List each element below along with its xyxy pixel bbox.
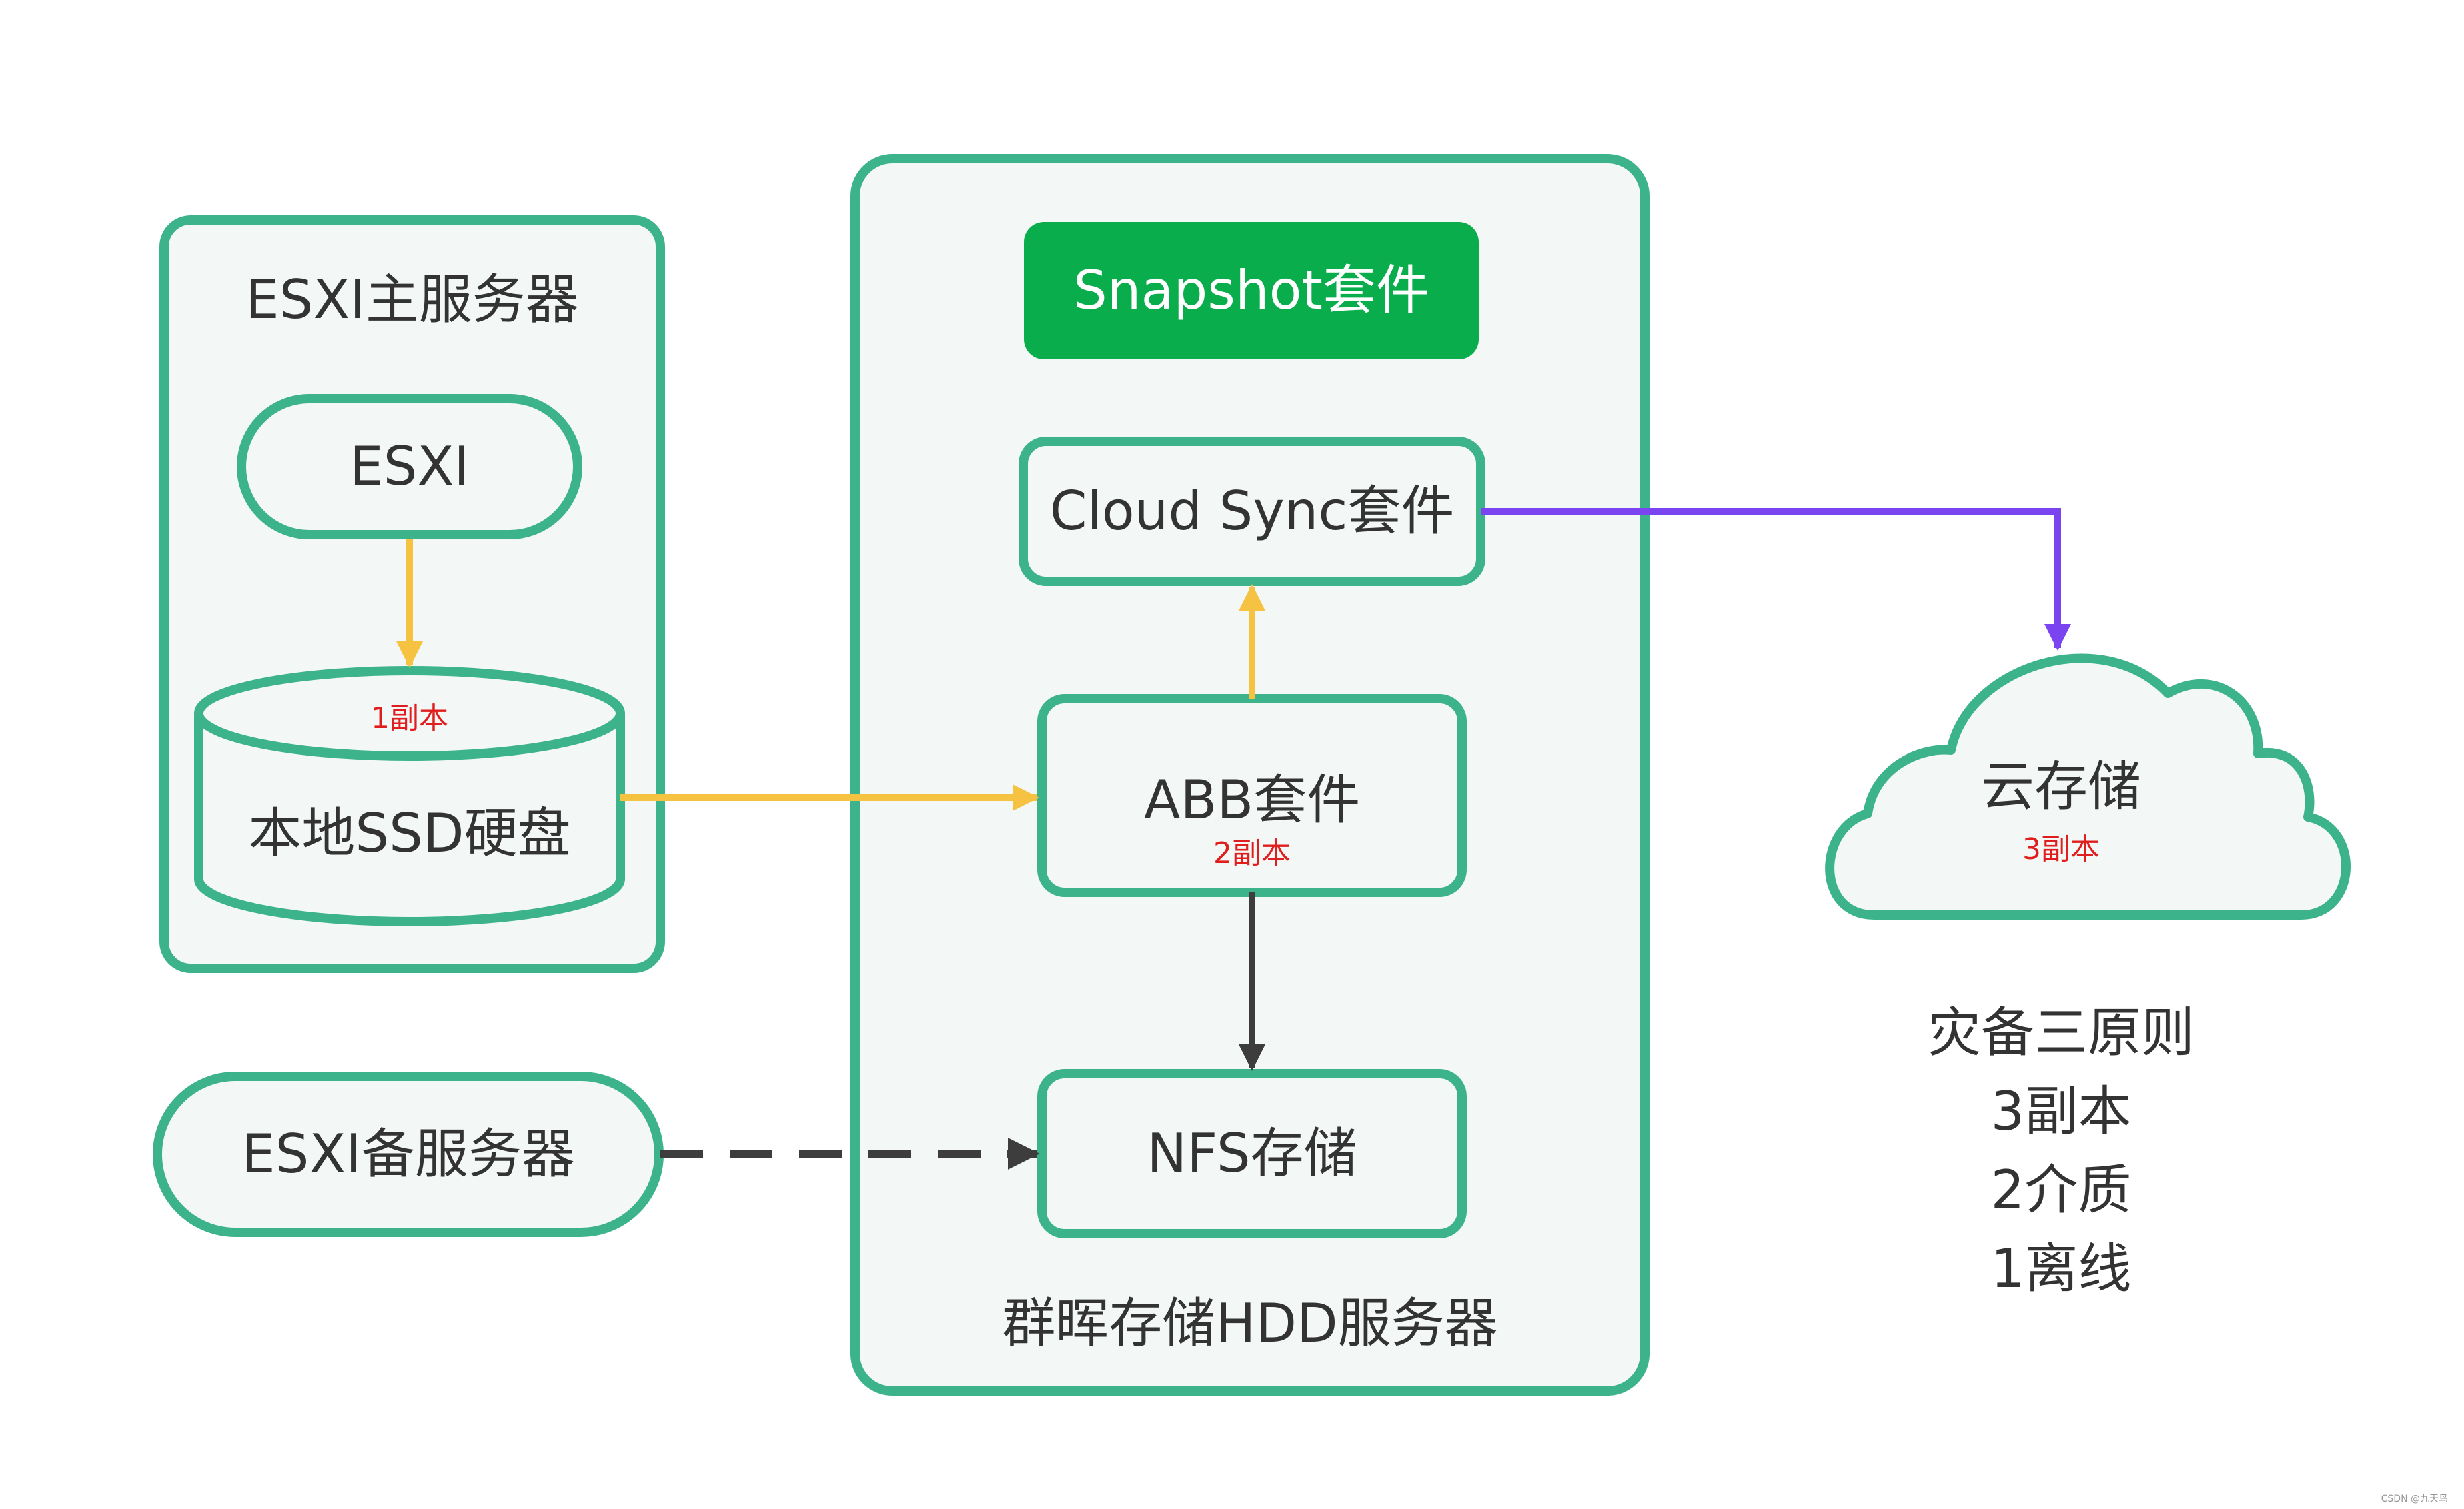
nfs-node — [1037, 1069, 1467, 1238]
snapshot-label: Snapshot套件 — [1073, 259, 1429, 321]
principle-item: 3副本 — [1990, 1080, 2132, 1142]
abb-label: ABB套件 — [1143, 769, 1361, 831]
disaster-recovery-principles: 灾备三原则 3副本 2介质 1离线 — [1868, 994, 2255, 1308]
nas-server-title: 群晖存储HDD服务器 — [1002, 1292, 1498, 1354]
nfs-label: NFS存储 — [1147, 1122, 1357, 1184]
cloud-sync-label: Cloud Sync套件 — [1049, 480, 1455, 542]
principle-item: 2介质 — [1990, 1159, 2132, 1221]
watermark: CSDN @九天鸟 — [2381, 1494, 2448, 1504]
arrow-cloud-sync-to-cloud — [1481, 508, 2071, 651]
abb-copy-label: 2副本 — [1213, 836, 1291, 870]
local-ssd-disk-node — [194, 666, 625, 926]
backup-server-node — [153, 1072, 664, 1237]
cloud-copy-label: 3副本 — [2022, 832, 2100, 866]
disk-label: 本地SSD硬盘 — [248, 802, 571, 864]
principles-title: 灾备三原则 — [1928, 1002, 2195, 1064]
esxi-label: ESXI — [350, 435, 470, 497]
backup-server-label: ESXI备服务器 — [241, 1123, 575, 1185]
disk-copy-label: 1副本 — [371, 701, 448, 735]
snapshot-node — [1024, 222, 1479, 359]
cloud-storage-node — [1825, 653, 2351, 920]
principle-item: 1离线 — [1990, 1238, 2132, 1300]
primary-server-title: ESXI主服务器 — [245, 269, 579, 331]
esxi-node — [237, 394, 582, 539]
cloud-storage-label: 云存储 — [1981, 756, 2141, 818]
